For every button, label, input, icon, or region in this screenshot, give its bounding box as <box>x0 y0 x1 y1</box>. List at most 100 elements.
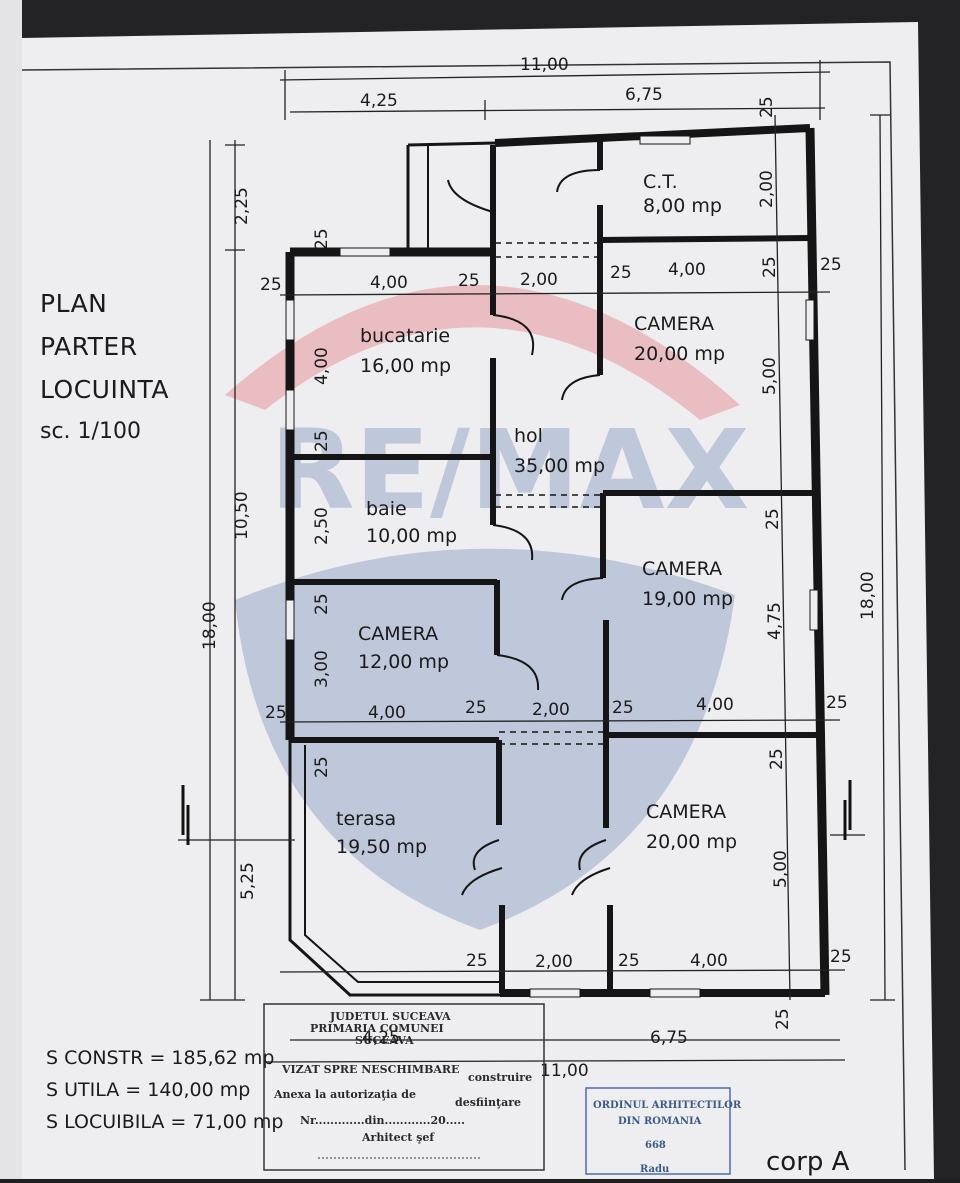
windows <box>285 135 819 998</box>
dim-r1-b: 4,00 <box>370 273 408 293</box>
dim-left-525: 5,25 <box>238 862 258 900</box>
room-hol-area: 35,00 mp <box>514 455 605 477</box>
title-line-1: PLAN <box>40 289 107 318</box>
dim-r1-e: 25 <box>610 263 632 283</box>
room-camera4-name: CAMERA <box>646 801 726 823</box>
room-labels: C.T. 8,00 mp bucatarie 16,00 mp CAMERA 2… <box>336 171 737 858</box>
dim-in-25-c: 25 <box>312 593 332 615</box>
dimension-lines <box>178 71 886 1063</box>
svg-text:RE/MAX: RE/MAX <box>270 406 749 534</box>
title-line-3: LOCUINTA <box>40 375 169 404</box>
dim-r-25-e: 25 <box>773 1008 793 1030</box>
summary-locuibila: S LOCUIBILA = 71,00 mp <box>46 1111 283 1133</box>
dim-left-1800: 18,00 <box>200 601 220 650</box>
room-terrace-area: 19,50 mp <box>336 836 427 858</box>
tick-marks <box>200 60 895 1001</box>
arch-stamp-line-3: 668 <box>645 1140 666 1151</box>
dim-r2-b: 4,00 <box>368 703 406 723</box>
dim-r3-d: 4,00 <box>690 951 728 971</box>
dim-r-25-a: 25 <box>757 96 777 118</box>
section-marks <box>181 780 852 845</box>
dashed-openings <box>495 242 606 745</box>
dim-in-25-d: 25 <box>312 756 332 778</box>
vertical-dimensions: 2,25 10,50 18,00 5,25 25 4,00 25 2,50 25… <box>200 96 878 1030</box>
room-camera2-name: CAMERA <box>642 558 722 580</box>
dim-bottom-total: 11,00 <box>540 1061 589 1081</box>
dim-r2-g: 25 <box>826 693 848 713</box>
doors <box>447 169 611 896</box>
stamp-line-6: Anexa la autorizaţia de <box>273 1088 416 1101</box>
architect-stamp: ORDINUL ARHITECTILOR DIN ROMANIA 668 Rad… <box>585 1087 742 1175</box>
dim-r-500-b: 5,00 <box>771 850 791 888</box>
scale-label: sc. 1/100 <box>40 419 141 444</box>
room-ct-area: 8,00 mp <box>643 195 722 217</box>
area-summary: S CONSTR = 185,62 mp S UTILA = 140,00 mp… <box>46 1047 283 1133</box>
dim-r2-d: 2,00 <box>532 700 570 720</box>
room-kitchen-area: 16,00 mp <box>360 355 451 377</box>
dim-in-25-a: 25 <box>312 228 332 250</box>
paper <box>16 22 934 1179</box>
dim-bottom-right: 6,75 <box>650 1028 688 1048</box>
dim-top-left: 4,25 <box>360 91 398 111</box>
summary-utila: S UTILA = 140,00 mp <box>46 1079 250 1101</box>
dim-r2-a: 25 <box>265 703 287 723</box>
room-bath-name: baie <box>366 498 407 520</box>
dim-r-200: 2,00 <box>757 170 777 208</box>
dim-in-300: 3,00 <box>312 650 332 688</box>
dim-r3-e: 25 <box>830 947 852 967</box>
dim-r2-c: 25 <box>465 698 487 718</box>
dim-in-400: 4,00 <box>312 347 332 385</box>
room-camera1-area: 20,00 mp <box>634 343 725 365</box>
room-bath-area: 10,00 mp <box>366 525 457 547</box>
dim-r1-g: 25 <box>820 255 842 275</box>
stamp-line-8: Nr.............din............20..... <box>300 1114 465 1127</box>
dim-bottom-left: 4,25 <box>362 1028 400 1048</box>
room-camera2-area: 19,00 mp <box>642 588 733 610</box>
dim-r2-e: 25 <box>612 698 634 718</box>
approval-stamp: JUDETUL SUCEAVA PRIMARIA COMUNEI SUCEAVA… <box>263 1003 545 1171</box>
stamp-line-5: construire <box>468 1071 532 1084</box>
stamp-line-4: VIZAT SPRE NESCHIMBARE <box>281 1063 459 1076</box>
corp-label: corp A <box>766 1147 850 1177</box>
dim-left-1050: 10,50 <box>232 491 252 540</box>
arch-stamp-line-1: ORDINUL ARHITECTILOR <box>593 1100 742 1111</box>
dim-right-1800: 18,00 <box>858 571 878 620</box>
stamp-line-2: PRIMARIA COMUNEI <box>310 1022 444 1035</box>
dim-r3-b: 2,00 <box>535 952 573 972</box>
dim-r3-a: 25 <box>466 951 488 971</box>
summary-constr: S CONSTR = 185,62 mp <box>46 1047 275 1069</box>
room-camera3-area: 12,00 mp <box>358 651 449 673</box>
dim-r2-f: 4,00 <box>696 695 734 715</box>
dim-r1-a: 25 <box>260 275 282 295</box>
dim-r1-c: 25 <box>458 271 480 291</box>
stamp-line-1: JUDETUL SUCEAVA <box>329 1010 451 1023</box>
room-camera3-name: CAMERA <box>358 623 438 645</box>
title-block: PLAN PARTER LOCUINTA sc. 1/100 <box>40 289 169 444</box>
dim-top-right: 6,75 <box>625 85 663 105</box>
dim-r-475: 4,75 <box>765 602 785 640</box>
dim-r3-c: 25 <box>618 951 640 971</box>
dim-in-25-b: 25 <box>312 430 332 452</box>
room-kitchen-name: bucatarie <box>360 325 450 347</box>
dim-r-500: 5,00 <box>760 357 780 395</box>
stamp-line-7: desfiinţare <box>455 1096 521 1109</box>
room-camera1-name: CAMERA <box>634 313 714 335</box>
dim-r-25-c: 25 <box>763 508 783 530</box>
horizontal-dimensions: 11,00 4,25 6,75 25 4,00 25 2,00 25 4,00 … <box>260 55 852 1081</box>
dim-r-25-d: 25 <box>767 748 787 770</box>
dim-r-25-b: 25 <box>760 256 780 278</box>
room-terrace-name: terasa <box>336 808 396 830</box>
room-camera4-area: 20,00 mp <box>646 831 737 853</box>
title-line-2: PARTER <box>40 332 138 361</box>
stamp-line-9: Arhitect şef <box>361 1131 435 1144</box>
dim-r1-d: 2,00 <box>520 270 558 290</box>
dim-total-width-top: 11,00 <box>520 55 569 75</box>
room-ct-name: C.T. <box>643 171 678 193</box>
stamp-line-3: SUCEAVA <box>355 1034 414 1047</box>
dim-r1-f: 4,00 <box>668 260 706 280</box>
arch-stamp-line-4: Radu <box>640 1164 669 1175</box>
dim-left-225: 2,25 <box>232 187 252 225</box>
arch-stamp-line-2: DIN ROMANIA <box>618 1116 702 1127</box>
